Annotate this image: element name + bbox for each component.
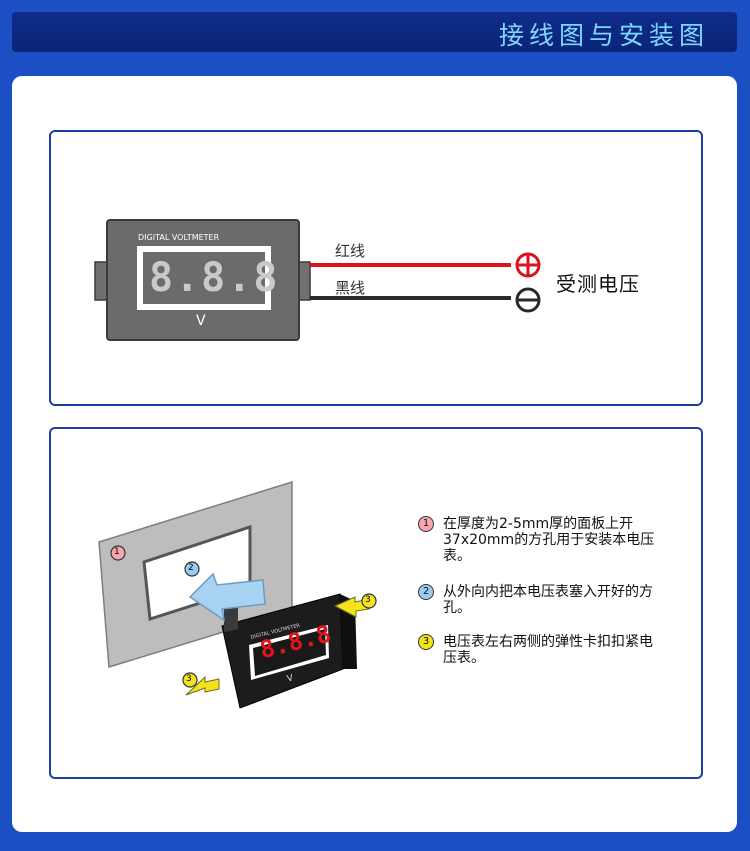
diagram-step-1-num: 1 [114,547,120,557]
diagram-step-3-num-right: 3 [365,595,371,605]
plus-terminal-icon [515,252,541,278]
header-bar: 接线图与安装图 [12,12,737,52]
black-wire-label: 黑线 [335,279,366,297]
step-2-text: 从外向内把本电压表塞入开好的方孔。 [443,584,653,616]
diagram-step-3-marker-left [182,672,198,688]
device-label: DIGITAL VOLTMETER [138,233,220,242]
diagram-step-3-num-left: 3 [186,674,192,684]
diagram-step-2-marker [184,561,200,577]
minus-terminal-icon [515,287,541,313]
diagram-step-2-num: 2 [188,563,194,573]
wiring-diagram [94,219,541,341]
unit-label: V [196,313,206,329]
red-wire-label: 红线 [335,242,366,260]
insert-arrow-icon [188,572,266,622]
install-panel: 1 2 3 3 DIGITAL VOLTMETER 8.8.8 V 1 在厚度为… [49,427,703,779]
header-title: 接线图与安装图 [498,21,709,50]
left-clip-arrow-icon [185,675,220,696]
display-digits: 8.8.8 [149,255,280,301]
small-display-screen [253,629,326,676]
step-2-badge: 2 [418,584,434,600]
diagram-step-3-marker-right [361,593,377,609]
diagram-step-1-marker [110,545,126,561]
measured-voltage-label: 受测电压 [556,272,640,296]
main-card: DIGITAL VOLTMETER 8.8.8 V 红线 黑线 受测电压 [12,76,737,832]
install-diagram [98,480,377,709]
step-1-text: 在厚度为2-5mm厚的面板上开37x20mm的方孔用于安装本电压表。 [443,516,655,564]
display-screen [143,252,265,304]
step-3-badge: 3 [418,634,434,650]
step-1-badge: 1 [418,516,434,532]
wiring-panel: DIGITAL VOLTMETER 8.8.8 V 红线 黑线 受测电压 [49,130,703,406]
step-3-text: 电压表左右两侧的弹性卡扣扣紧电压表。 [443,634,653,666]
